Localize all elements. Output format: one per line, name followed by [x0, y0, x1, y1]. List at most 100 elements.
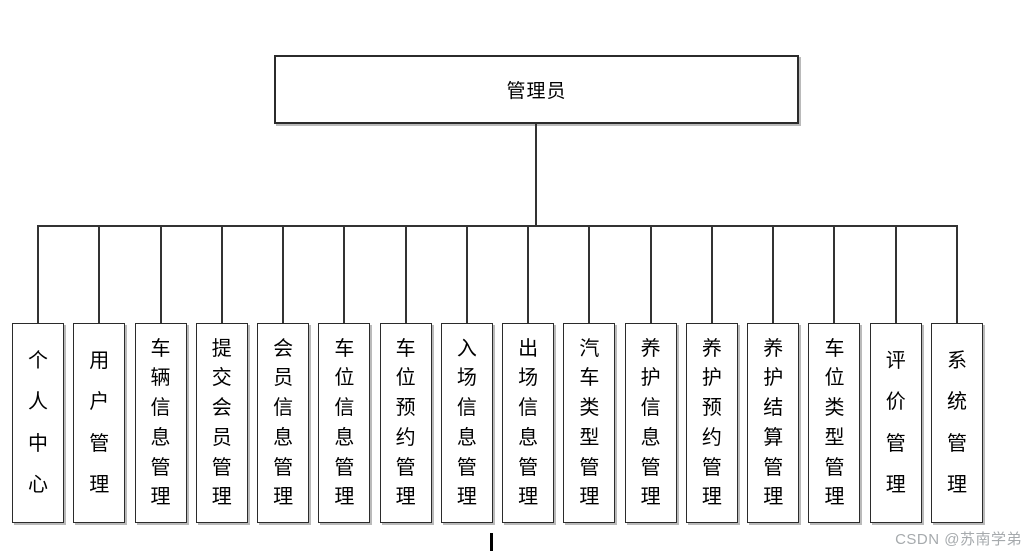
child-node-label-char: 理	[579, 486, 600, 509]
child-node-label-char: 人	[28, 391, 48, 414]
child-node-label-char: 护	[701, 367, 722, 390]
child-node-label-char: 统	[946, 391, 967, 414]
child-node-label-char: 位	[395, 367, 416, 390]
child-node-box: 评价管理	[869, 323, 922, 523]
child-node-box: 用户管理	[73, 323, 126, 523]
child-node-label-char: 员	[273, 367, 294, 390]
child-node-label-char: 入	[456, 337, 477, 360]
child-node-4: 提交会员管理	[195, 225, 248, 523]
child-node-box: 出场信息管理	[502, 323, 555, 523]
child-node-box: 提交会员管理	[195, 323, 248, 523]
connector-drop-line	[37, 225, 39, 323]
child-node-5: 会员信息管理	[257, 225, 310, 523]
child-node-box: 会员信息管理	[257, 323, 310, 523]
child-node-label-char: 养	[701, 337, 722, 360]
child-node-label-char: 心	[28, 474, 48, 497]
watermark-text: CSDN @苏南学弟	[895, 531, 1022, 548]
child-node-label-char: 理	[211, 486, 232, 509]
child-node-label-char: 管	[824, 456, 845, 479]
child-node-label-char: 车	[579, 367, 600, 390]
child-node-label-char: 户	[89, 391, 110, 414]
child-node-label-char: 理	[763, 486, 784, 509]
child-node-label-char: 管	[518, 456, 539, 479]
child-node-label-char: 会	[273, 337, 294, 360]
child-node-label-char: 中	[28, 432, 48, 455]
connector-drop-line	[343, 225, 346, 323]
child-node-label-char: 信	[640, 397, 661, 420]
connector-drop-line	[772, 225, 775, 323]
connector-root-drop-line	[535, 124, 537, 225]
child-node-label-char: 理	[89, 474, 110, 497]
child-node-box: 养护预约管理	[685, 323, 738, 523]
child-node-label-char: 护	[763, 367, 784, 390]
connector-drop-line	[833, 225, 836, 323]
child-node-label-char: 管	[579, 456, 600, 479]
child-node-label-char: 信	[150, 397, 171, 420]
child-node-label-char: 管	[885, 432, 906, 455]
child-node-label-char: 型	[824, 426, 845, 449]
child-node-2: 用户管理	[73, 225, 126, 523]
child-node-label-char: 管	[273, 456, 294, 479]
child-nodes-row: 个人中心用户管理车辆信息管理提交会员管理会员信息管理车位信息管理车位预约管理入场…	[12, 225, 983, 523]
child-node-16: 系统管理	[930, 225, 983, 523]
child-node-label-char: 交	[211, 367, 232, 390]
child-node-6: 车位信息管理	[318, 225, 371, 523]
child-node-label-char: 车	[150, 337, 171, 360]
child-node-box: 养护信息管理	[624, 323, 677, 523]
child-node-1: 个人中心	[12, 225, 64, 523]
child-node-label-char: 车	[334, 337, 355, 360]
child-node-14: 车位类型管理	[808, 225, 861, 523]
child-node-label-char: 用	[89, 349, 110, 372]
child-node-label-char: 约	[395, 426, 416, 449]
child-node-label-char: 管	[640, 456, 661, 479]
connector-drop-line	[894, 225, 897, 323]
connector-drop-line	[282, 225, 285, 323]
child-node-label-char: 提	[211, 337, 232, 360]
child-node-label-char: 理	[640, 486, 661, 509]
child-node-label-char: 结	[763, 397, 784, 420]
connector-stub-line	[490, 533, 493, 551]
child-node-label-char: 理	[456, 486, 477, 509]
child-node-label-char: 位	[824, 367, 845, 390]
child-node-box: 个人中心	[12, 323, 64, 523]
child-node-label-char: 理	[273, 486, 294, 509]
child-node-label-char: 预	[701, 397, 722, 420]
child-node-label-char: 员	[211, 426, 232, 449]
child-node-9: 出场信息管理	[502, 225, 555, 523]
child-node-label-char: 价	[885, 391, 906, 414]
child-node-label-char: 预	[395, 397, 416, 420]
child-node-13: 养护结算管理	[747, 225, 800, 523]
child-node-label-char: 管	[763, 456, 784, 479]
child-node-label-char: 出	[518, 337, 539, 360]
child-node-label-char: 息	[150, 426, 171, 449]
child-node-label-char: 息	[273, 426, 294, 449]
child-node-label-char: 息	[334, 426, 355, 449]
child-node-label-char: 车	[824, 337, 845, 360]
child-node-15: 评价管理	[869, 225, 922, 523]
root-node-label: 管理员	[506, 81, 567, 102]
child-node-3: 车辆信息管理	[134, 225, 187, 523]
child-node-label-char: 管	[456, 456, 477, 479]
child-node-label-char: 管	[701, 456, 722, 479]
child-node-box: 汽车类型管理	[563, 323, 616, 523]
child-node-box: 系统管理	[930, 323, 983, 523]
child-node-label-char: 理	[824, 486, 845, 509]
child-node-label-char: 养	[763, 337, 784, 360]
child-node-7: 车位预约管理	[379, 225, 432, 523]
child-node-label-char: 理	[946, 474, 967, 497]
child-node-label-char: 系	[946, 349, 967, 372]
child-node-label-char: 理	[701, 486, 722, 509]
child-node-label-char: 类	[579, 397, 600, 420]
child-node-label-char: 理	[885, 474, 906, 497]
connector-rail-line	[38, 225, 957, 227]
child-node-10: 汽车类型管理	[563, 225, 616, 523]
child-node-label-char: 理	[395, 486, 416, 509]
child-node-label-char: 养	[640, 337, 661, 360]
child-node-label-char: 场	[518, 367, 539, 390]
child-node-label-char: 理	[518, 486, 539, 509]
child-node-label-char: 息	[640, 426, 661, 449]
child-node-11: 养护信息管理	[624, 225, 677, 523]
connector-drop-line	[588, 225, 591, 323]
connector-drop-line	[465, 225, 468, 323]
